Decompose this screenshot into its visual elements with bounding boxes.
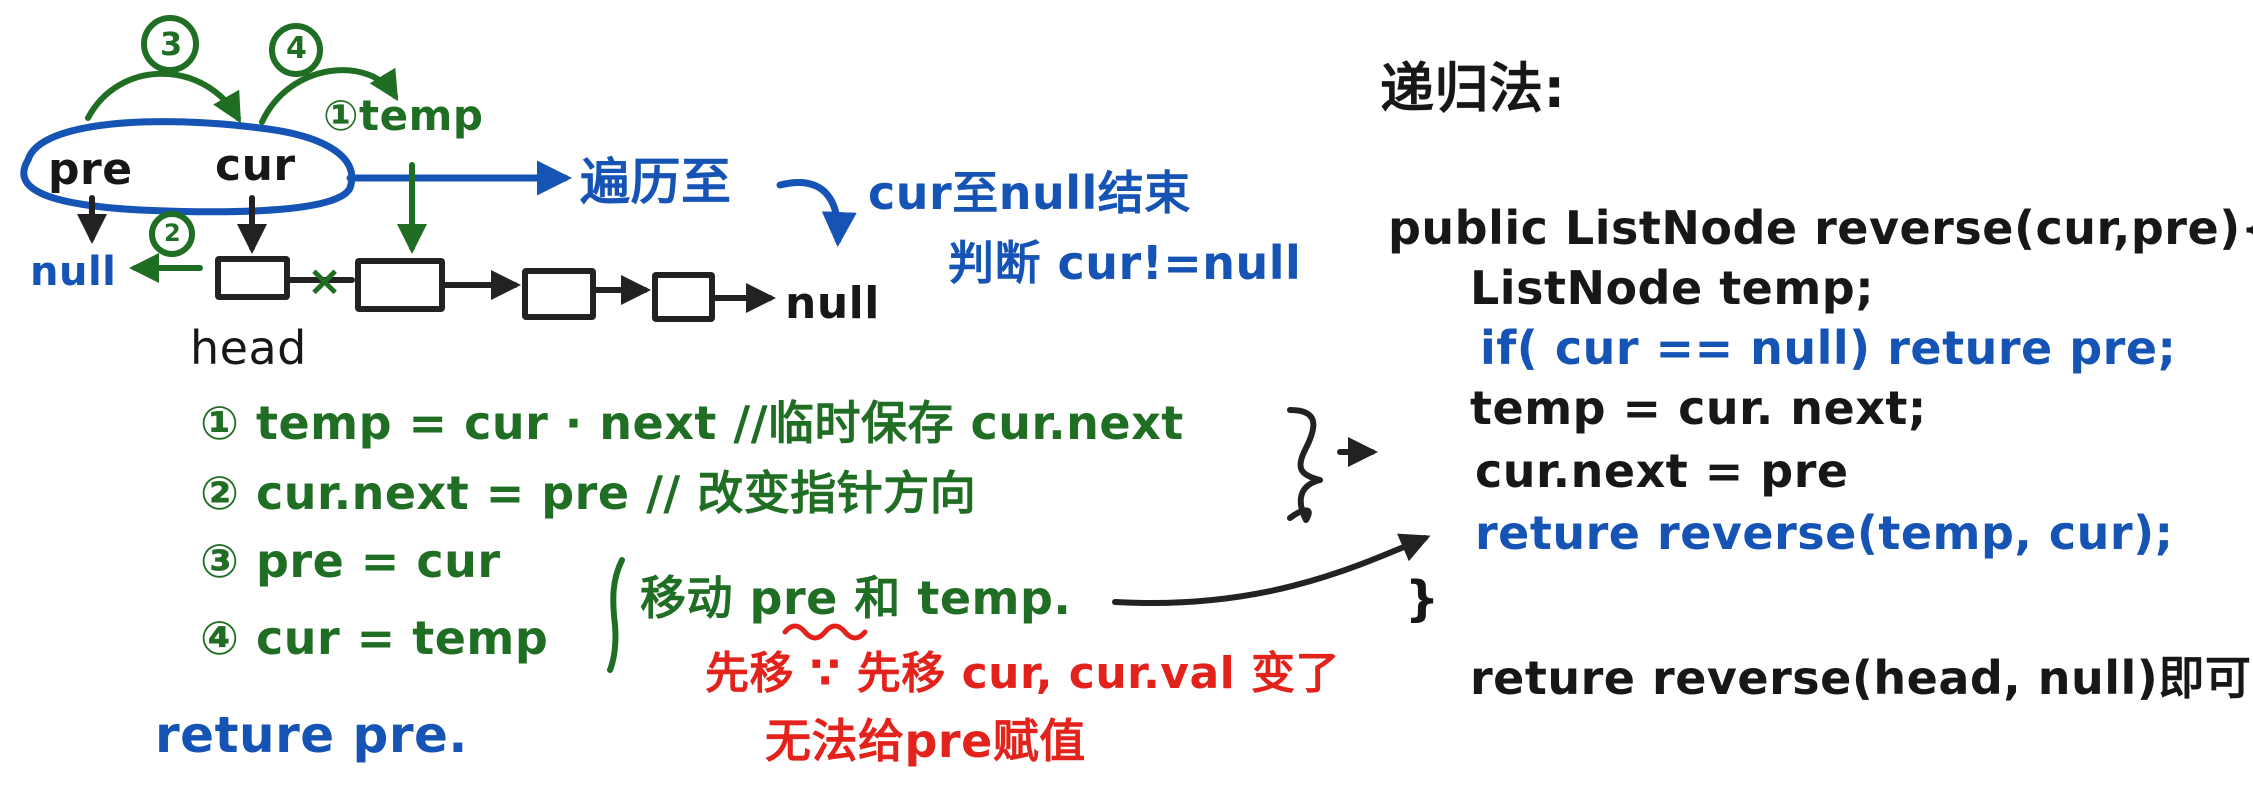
step3-badge-circle xyxy=(141,15,199,73)
code-line-1: ListNode temp; xyxy=(1470,261,1875,315)
traverse-end-line1: cur至null结束 xyxy=(868,166,1191,220)
null-right-label: null xyxy=(785,278,880,329)
x-mark: × xyxy=(307,256,343,305)
move-note: 移动 pre 和 temp. xyxy=(640,571,1072,625)
null-left-label: null xyxy=(30,249,117,295)
step-2-text: ② cur.next = pre // 改变指针方向 xyxy=(200,466,977,520)
pre-label: pre xyxy=(48,144,133,195)
code-line-5: reture reverse(temp, cur); xyxy=(1475,506,2174,560)
arrow-to-code xyxy=(1112,533,1431,606)
pre-cur-ellipse xyxy=(20,118,356,216)
traverse-end-line2: 判断 cur!=null xyxy=(948,236,1302,290)
step2-badge: 2 xyxy=(164,219,182,247)
step-3-text: ③ pre = cur xyxy=(200,534,501,588)
step4-arc xyxy=(259,67,399,125)
step-1-text: ① temp = cur · next //临时保存 cur.next xyxy=(200,396,1184,450)
code-title: 递归法: xyxy=(1380,57,1566,120)
code-line-3: temp = cur. next; xyxy=(1470,381,1927,435)
step4-badge: 4 xyxy=(286,31,308,66)
code-close-brace: } xyxy=(1405,571,1440,627)
warning-line1: 先移 ∵ 先移 cur, cur.val 变了 xyxy=(705,648,1341,699)
code-line-2: if( cur == null) reture pre; xyxy=(1480,321,2177,375)
traverse-label: 遍历至 xyxy=(580,153,732,211)
return-pre-text: reture pre. xyxy=(155,706,468,764)
step4-badge-circle xyxy=(269,23,323,77)
step2-badge-circle xyxy=(149,211,195,257)
step3-badge: 3 xyxy=(160,25,183,63)
list-node-1 xyxy=(215,256,290,300)
list-node-3 xyxy=(522,268,596,320)
step-4-text: ④ cur = temp xyxy=(200,611,549,665)
step3-arc xyxy=(85,70,241,124)
code-footer: reture reverse(head, null)即可 xyxy=(1470,651,2252,705)
pre-squiggle xyxy=(782,623,868,641)
code-signature: public ListNode reverse(cur,pre){ xyxy=(1388,201,2253,255)
brace-steps-3-4 xyxy=(607,557,625,673)
temp-label: ①temp xyxy=(323,91,484,140)
warning-line2: 无法给pre赋值 xyxy=(765,714,1086,768)
code-line-4: cur.next = pre xyxy=(1475,444,1849,498)
list-node-2 xyxy=(355,258,445,312)
traverse-curve-arrow xyxy=(776,178,857,247)
brace-steps-1-2 xyxy=(1287,407,1323,523)
cur-label: cur xyxy=(215,140,296,191)
list-node-4 xyxy=(652,272,715,322)
head-label: head xyxy=(190,321,307,375)
